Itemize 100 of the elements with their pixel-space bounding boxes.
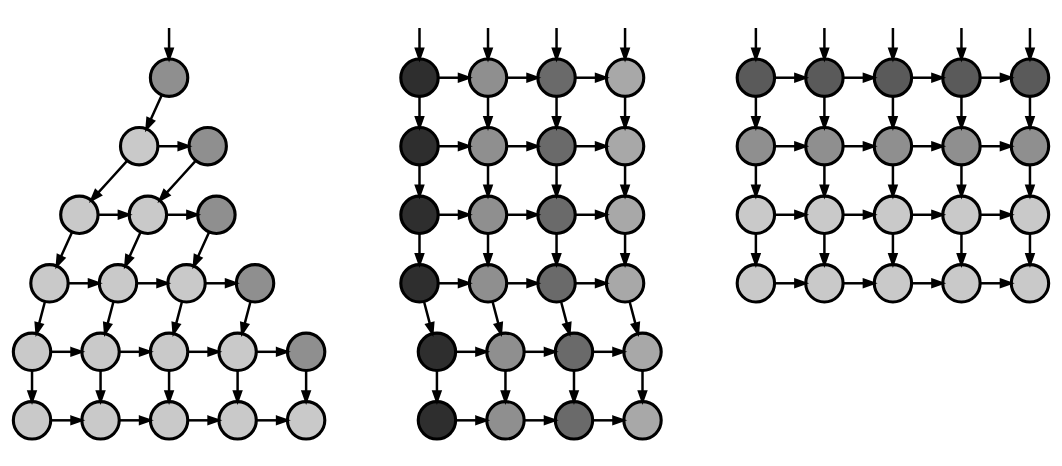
arrow bbox=[980, 278, 1015, 289]
arrow bbox=[819, 233, 830, 269]
arrow bbox=[26, 370, 38, 406]
node-circle bbox=[399, 126, 440, 167]
node-circle bbox=[80, 400, 121, 441]
arrow bbox=[166, 209, 202, 220]
arrow bbox=[559, 301, 572, 338]
node-circle bbox=[536, 263, 577, 304]
arrow bbox=[205, 278, 240, 289]
node-circle bbox=[416, 331, 458, 373]
arrow bbox=[239, 301, 252, 338]
arrow bbox=[1024, 165, 1036, 200]
arrow bbox=[482, 28, 494, 63]
node-circle bbox=[11, 400, 53, 441]
arrow bbox=[88, 160, 128, 203]
arrow bbox=[774, 72, 810, 83]
node-circle bbox=[604, 126, 646, 167]
node-circle bbox=[735, 57, 777, 98]
arrow bbox=[575, 278, 610, 289]
node-circle bbox=[234, 263, 276, 304]
arrow bbox=[911, 278, 947, 289]
node-circle bbox=[80, 331, 121, 373]
arrow bbox=[438, 209, 473, 220]
node-circle bbox=[872, 57, 914, 98]
arrow bbox=[619, 165, 631, 200]
arrow bbox=[163, 28, 175, 63]
arrow bbox=[171, 301, 184, 338]
arrow bbox=[102, 301, 115, 338]
arrow bbox=[256, 346, 291, 358]
node-circle bbox=[485, 400, 526, 441]
arrow bbox=[491, 301, 504, 338]
arrow bbox=[819, 28, 830, 63]
arrow bbox=[55, 231, 74, 270]
arrow bbox=[123, 231, 142, 270]
node-circle bbox=[604, 57, 646, 98]
arrow bbox=[750, 28, 762, 63]
arrow bbox=[256, 415, 291, 426]
node-circle bbox=[118, 126, 160, 167]
node-circle bbox=[804, 194, 845, 235]
arrow bbox=[750, 96, 762, 131]
arrow bbox=[843, 72, 878, 83]
arrow bbox=[911, 209, 947, 220]
arrow bbox=[887, 165, 899, 200]
node-circle bbox=[536, 57, 577, 98]
node-circle bbox=[553, 331, 595, 373]
node-circle bbox=[285, 400, 327, 441]
node-circle bbox=[536, 194, 577, 235]
arrow bbox=[911, 72, 947, 83]
arrow bbox=[414, 28, 425, 63]
arrow bbox=[95, 370, 106, 406]
arrow bbox=[750, 165, 762, 200]
node-circle bbox=[536, 126, 577, 167]
node-circle bbox=[59, 194, 100, 235]
arrow bbox=[98, 209, 133, 220]
arrow bbox=[506, 209, 542, 220]
node-circle bbox=[467, 194, 509, 235]
arrow bbox=[1024, 96, 1036, 131]
arrow bbox=[551, 233, 562, 269]
node-circle bbox=[872, 194, 914, 235]
arrow bbox=[414, 233, 425, 269]
node-circle bbox=[735, 263, 777, 304]
arrow bbox=[750, 233, 762, 269]
arrow bbox=[455, 346, 491, 358]
arrow bbox=[482, 233, 494, 269]
arrow bbox=[145, 94, 163, 133]
arrow bbox=[506, 278, 542, 289]
arrow bbox=[455, 415, 491, 426]
arrow bbox=[956, 165, 967, 200]
node-circle bbox=[622, 400, 663, 441]
node-circle bbox=[11, 331, 53, 373]
node-circle bbox=[941, 57, 982, 98]
arrow bbox=[192, 231, 211, 270]
arrow bbox=[592, 346, 628, 358]
node-circle bbox=[399, 194, 440, 235]
node-circle bbox=[29, 263, 70, 304]
node-circle bbox=[196, 194, 237, 235]
node-circle bbox=[804, 126, 845, 167]
arrow bbox=[551, 96, 562, 131]
arrow bbox=[956, 96, 967, 131]
arrow bbox=[592, 415, 628, 426]
arrow bbox=[819, 165, 830, 200]
arrow bbox=[119, 415, 154, 426]
node-circle bbox=[804, 57, 845, 98]
node-circle bbox=[217, 400, 258, 441]
node-circle bbox=[399, 57, 440, 98]
arrow bbox=[956, 233, 967, 269]
arrow bbox=[819, 96, 830, 131]
arrow bbox=[187, 346, 223, 358]
node-circle bbox=[467, 263, 509, 304]
node-circle bbox=[1009, 126, 1051, 167]
node-circle bbox=[941, 194, 982, 235]
arrow bbox=[136, 278, 172, 289]
arrow bbox=[438, 72, 473, 83]
arrow bbox=[887, 28, 899, 63]
arrow bbox=[438, 141, 473, 152]
node-circle bbox=[148, 331, 190, 373]
arrow bbox=[980, 209, 1015, 220]
node-circle bbox=[735, 126, 777, 167]
arrow bbox=[774, 141, 810, 152]
arrow bbox=[119, 346, 154, 358]
